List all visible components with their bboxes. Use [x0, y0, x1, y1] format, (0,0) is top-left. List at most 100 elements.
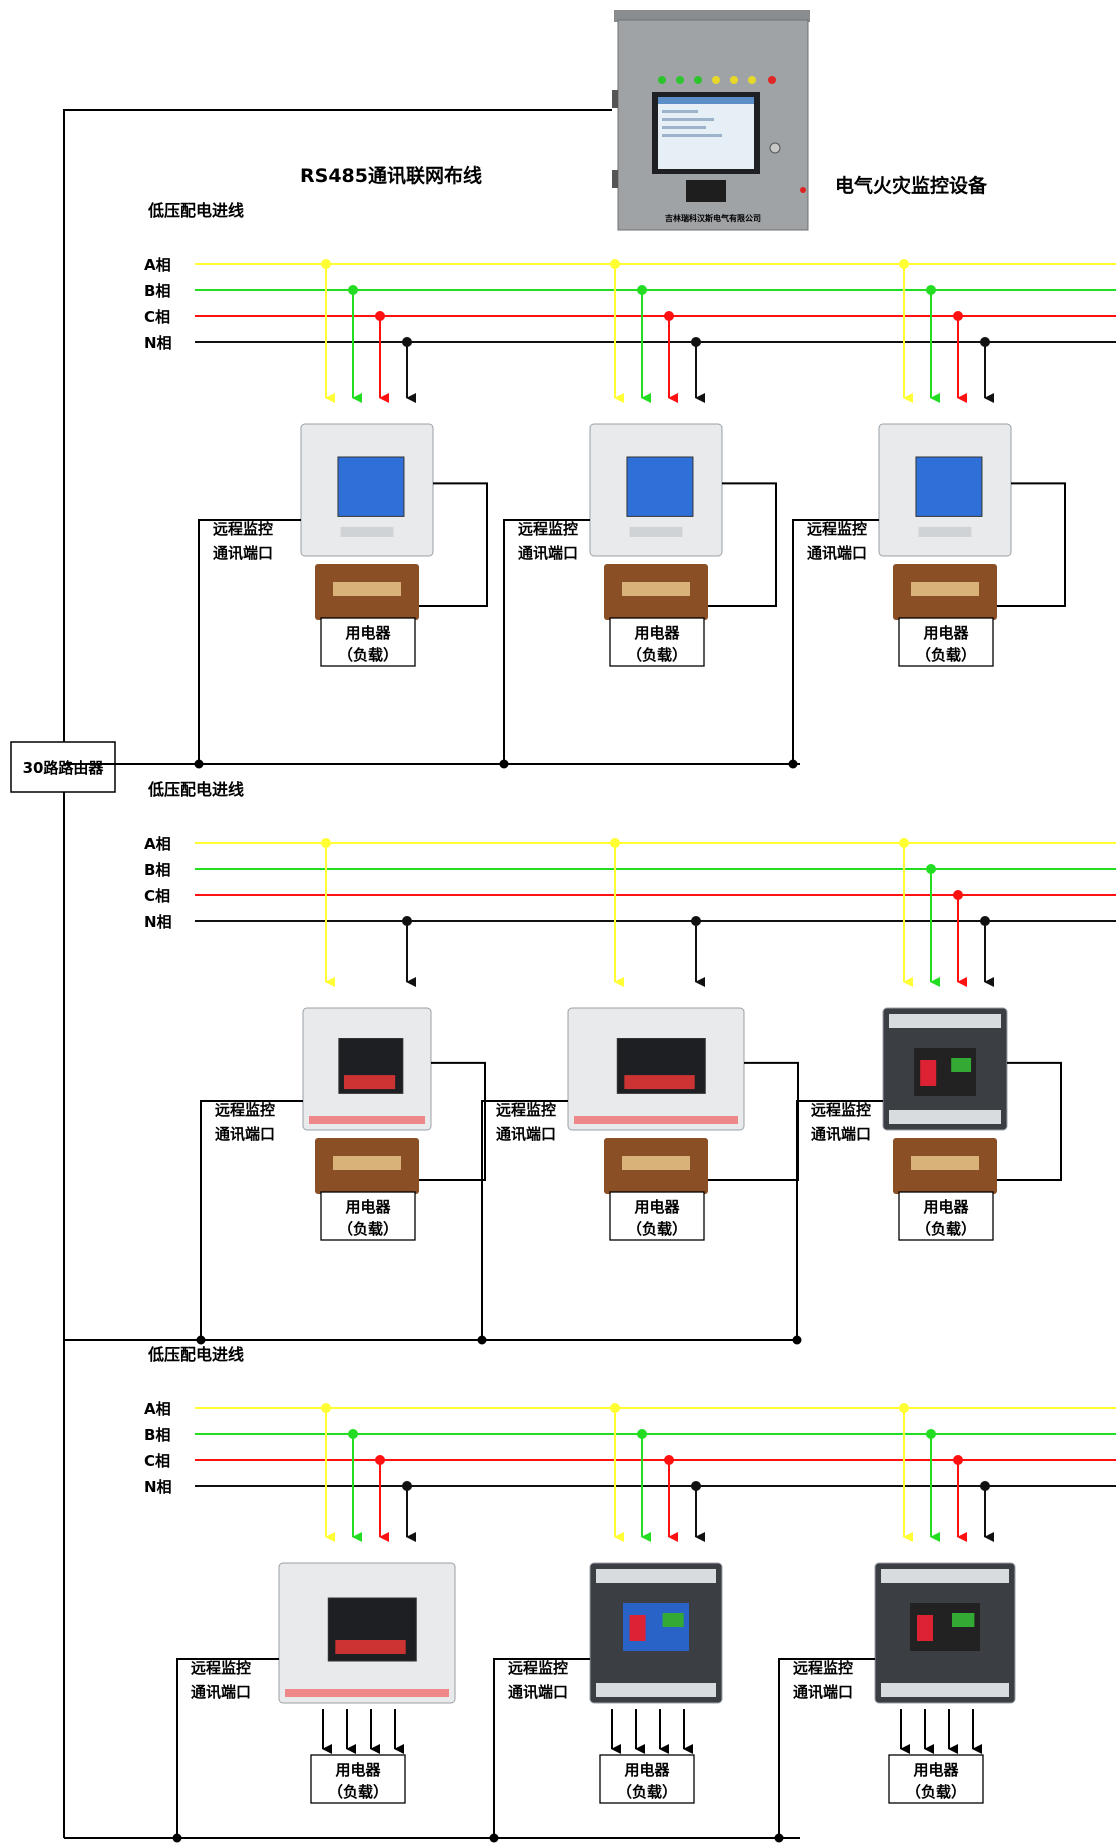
ct-signal-wire [419, 1061, 486, 1181]
breaker-terminals [881, 1569, 1009, 1583]
cabinet-plate: 吉林瑞科汉斯电气有限公司 [665, 213, 761, 223]
current-transformer-window [622, 1156, 690, 1170]
load-label: 用电器 [923, 624, 969, 642]
breaker-handle [917, 1615, 933, 1641]
port-label: 远程监控 [215, 1101, 275, 1119]
terminal-strip [285, 1689, 449, 1697]
tap-dot [953, 311, 963, 321]
device-display [626, 456, 694, 517]
terminal-strip [574, 1116, 738, 1124]
tap-dot [637, 285, 647, 295]
tap-dot [980, 1481, 990, 1491]
load-label: （负载） [617, 1783, 677, 1801]
load-box-frame [898, 1191, 994, 1241]
tap-dot [926, 864, 936, 874]
indicator-lamps [658, 76, 776, 84]
load-label: （负载） [627, 1220, 687, 1238]
breaker-handle [629, 1615, 646, 1641]
load-label: （负载） [906, 1783, 966, 1801]
load-label: 用电器 [634, 1198, 680, 1216]
load-box: 用电器（负载） [898, 1191, 994, 1241]
tap-dot [664, 1455, 674, 1465]
printer-slot [686, 180, 726, 202]
current-transformer-window [911, 582, 979, 596]
phase-label: N相 [144, 334, 172, 352]
device-breaker-blue [589, 1562, 723, 1704]
device-keys [343, 1075, 396, 1090]
tap-dot [321, 259, 331, 269]
comm-wire [778, 1658, 875, 1838]
port-label: 远程监控 [793, 1659, 853, 1677]
port-label: 远程监控 [807, 520, 867, 538]
comm-wire [176, 1658, 279, 1838]
device-keypad-monitor [878, 423, 1012, 557]
breaker-terminals [596, 1683, 716, 1697]
port-label: 远程监控 [496, 1101, 556, 1119]
load-box-frame [898, 617, 994, 667]
load-box-frame [609, 1191, 705, 1241]
load-box: 用电器（负载） [310, 1754, 406, 1804]
ct-signal-wire [419, 482, 488, 607]
load-box-frame [888, 1754, 984, 1804]
router: 30路路由器 [10, 741, 116, 793]
device-breaker [882, 1007, 1008, 1131]
load-box: 用电器（负载） [320, 1191, 416, 1241]
tap-dot [610, 259, 620, 269]
tap-dot [899, 259, 909, 269]
monitor-label: 电气火灾监控设备 [835, 174, 988, 197]
tap-dot [664, 311, 674, 321]
load-label: （负载） [627, 646, 687, 664]
tap-dot [402, 1481, 412, 1491]
ct-signal-wire [708, 482, 777, 607]
router-label: 30路路由器 [23, 759, 105, 777]
tap-dot [375, 1455, 385, 1465]
load-box-frame [320, 617, 416, 667]
breaker-display [952, 1613, 975, 1627]
device-panel-meter [300, 423, 434, 557]
section-label: 低压配电进线 [147, 201, 244, 220]
comm-wire [796, 1100, 883, 1340]
monitor-screen [658, 97, 754, 169]
tap-dot [375, 311, 385, 321]
device-display [915, 456, 983, 517]
current-transformer-window [911, 1156, 979, 1170]
section-label: 低压配电进线 [147, 780, 244, 799]
port-label: 远程监控 [518, 520, 578, 538]
tap-dot [691, 337, 701, 347]
tap-dot [980, 916, 990, 926]
phase-label: N相 [144, 913, 172, 931]
tap-dot [321, 838, 331, 848]
comm-wire [493, 1658, 590, 1838]
load-box-frame [609, 617, 705, 667]
load-box-frame [320, 1191, 416, 1241]
port-label: 通讯端口 [191, 1683, 251, 1701]
port-label: 通讯端口 [807, 544, 867, 562]
load-label: 用电器 [345, 624, 391, 642]
tap-dot [691, 1481, 701, 1491]
tap-dot [899, 838, 909, 848]
comm-wire [792, 519, 879, 764]
port-label: 通讯端口 [213, 544, 273, 562]
distribution-section: 低压配电进线A相B相C相N相远程监控通讯端口用电器（负载）远程监控通讯端口用电器… [64, 780, 1116, 1345]
phase-label: N相 [144, 1478, 172, 1496]
device-breaker [874, 1562, 1016, 1704]
tap-dot [321, 1403, 331, 1413]
phase-label: C相 [144, 308, 170, 326]
port-label: 远程监控 [811, 1101, 871, 1119]
distribution-section: 低压配电进线A相B相C相N相远程监控通讯端口用电器（负载）远程监控通讯端口用电器… [64, 1345, 1116, 1843]
phase-label: C相 [144, 887, 170, 905]
load-label: （负载） [338, 1220, 398, 1238]
load-box-frame [310, 1754, 406, 1804]
load-box: 用电器（负载） [599, 1754, 695, 1804]
tap-dot [953, 1455, 963, 1465]
current-transformer-window [333, 582, 401, 596]
comm-wire [198, 519, 301, 764]
device-keys [629, 526, 683, 537]
phase-label: B相 [144, 861, 170, 879]
